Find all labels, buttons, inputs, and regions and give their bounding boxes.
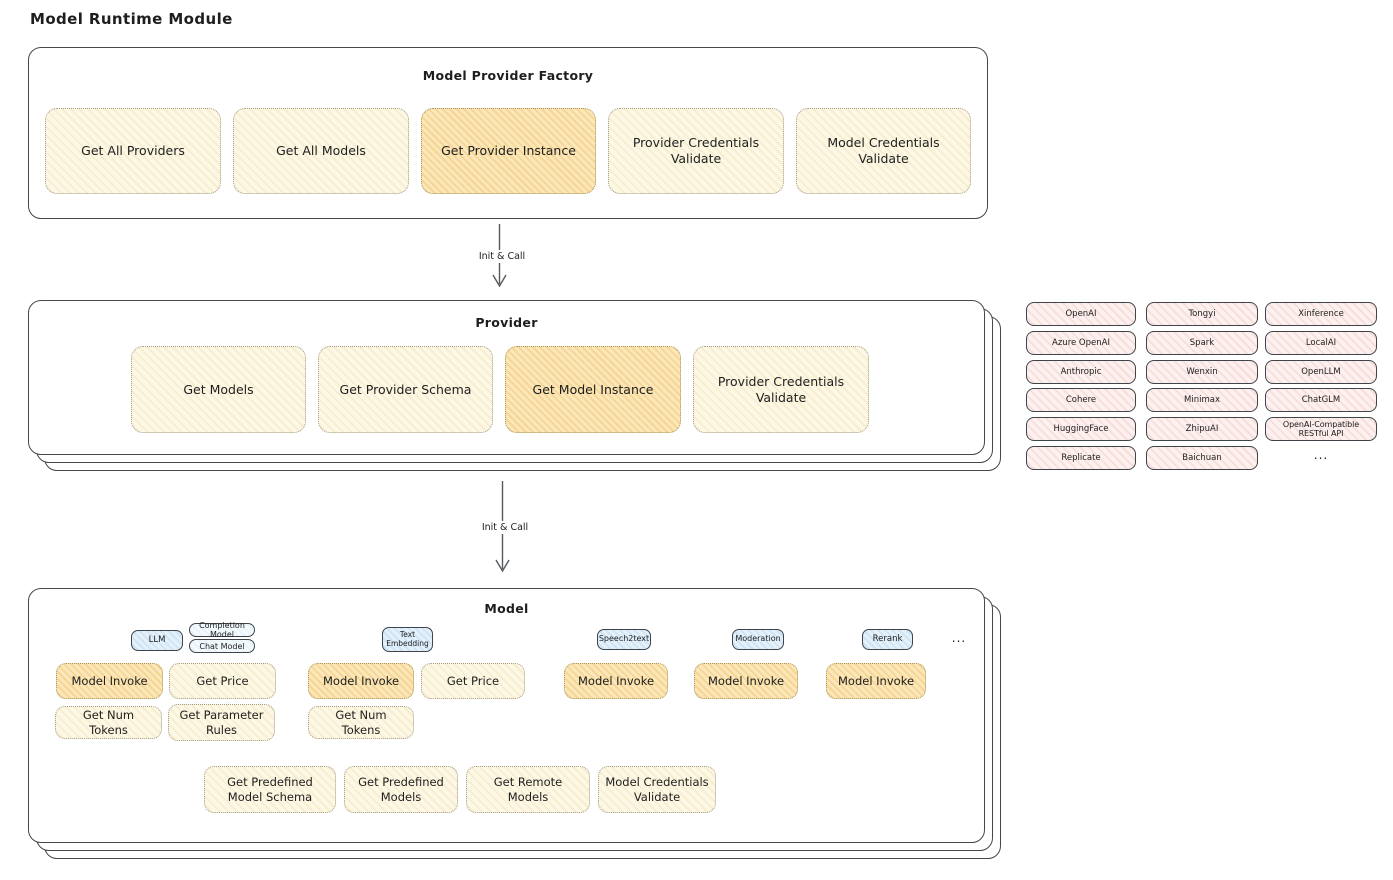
factory-panel: Model Provider Factory Get All Providers… <box>28 47 988 219</box>
provider-pill[interactable]: ChatGLM <box>1265 388 1377 412</box>
provider-pill[interactable]: OpenAI <box>1026 302 1136 326</box>
get-predefined-models-button[interactable]: Get Predefined Models <box>344 766 458 813</box>
model-title: Model <box>484 601 529 616</box>
tabs-more-ellipsis: ... <box>951 631 967 645</box>
provider-credentials-validate-button-2[interactable]: Provider Credentials Validate <box>693 346 869 433</box>
get-num-tokens-button-text-embedding[interactable]: Get Num Tokens <box>308 706 414 739</box>
model-invoke-button-llm[interactable]: Model Invoke <box>56 663 163 699</box>
provider-panel: Provider Get Models Get Provider Schema … <box>28 300 985 455</box>
get-all-providers-button[interactable]: Get All Providers <box>45 108 221 194</box>
tab-chat-model[interactable]: Chat Model <box>189 639 255 653</box>
providers-grid: OpenAI Tongyi Xinference Azure OpenAI Sp… <box>1026 302 1378 472</box>
provider-pill[interactable]: OpenLLM <box>1265 360 1377 384</box>
factory-title: Model Provider Factory <box>422 68 594 83</box>
provider-pill[interactable]: Xinference <box>1265 302 1377 326</box>
model-invoke-button-moderation[interactable]: Model Invoke <box>694 663 798 699</box>
provider-pill[interactable]: Baichuan <box>1146 446 1258 470</box>
model-credentials-validate-button-2[interactable]: Model Credentials Validate <box>598 766 716 813</box>
init-call-label: Init & Call <box>468 250 536 263</box>
tab-speech2text[interactable]: Speech2text <box>597 629 651 650</box>
get-parameter-rules-button[interactable]: Get Parameter Rules <box>168 704 275 741</box>
model-invoke-button-text-embedding[interactable]: Model Invoke <box>308 663 414 699</box>
tab-text-embedding[interactable]: Text Embedding <box>382 627 433 652</box>
provider-pill[interactable]: Wenxin <box>1146 360 1258 384</box>
provider-pill[interactable]: LocalAI <box>1265 331 1377 355</box>
get-predefined-model-schema-button[interactable]: Get Predefined Model Schema <box>204 766 336 813</box>
get-num-tokens-button-llm[interactable]: Get Num Tokens <box>55 706 162 739</box>
provider-title: Provider <box>475 315 538 330</box>
provider-pill[interactable]: OpenAI-Compatible RESTful API <box>1265 417 1377 441</box>
get-model-instance-button[interactable]: Get Model Instance <box>505 346 681 433</box>
get-remote-models-button[interactable]: Get Remote Models <box>466 766 590 813</box>
provider-pill[interactable]: Azure OpenAI <box>1026 331 1136 355</box>
providers-more-ellipsis: ... <box>1313 448 1329 462</box>
init-call-label: Init & Call <box>471 521 539 534</box>
provider-pill[interactable]: Spark <box>1146 331 1258 355</box>
tab-rerank[interactable]: Rerank <box>862 629 913 650</box>
model-invoke-button-speech2text[interactable]: Model Invoke <box>564 663 668 699</box>
provider-pill[interactable]: Cohere <box>1026 388 1136 412</box>
model-credentials-validate-button[interactable]: Model Credentials Validate <box>796 108 971 194</box>
provider-pill[interactable]: Replicate <box>1026 446 1136 470</box>
tab-completion-model[interactable]: Completion Model <box>189 621 255 639</box>
provider-pill[interactable]: Minimax <box>1146 388 1258 412</box>
provider-pill[interactable]: Anthropic <box>1026 360 1136 384</box>
provider-pill[interactable]: Tongyi <box>1146 302 1258 326</box>
provider-pill[interactable]: HuggingFace <box>1026 417 1136 441</box>
get-price-button-llm[interactable]: Get Price <box>169 663 276 699</box>
model-panel: Model LLM Completion Model Chat Model Te… <box>28 588 985 843</box>
get-provider-instance-button[interactable]: Get Provider Instance <box>421 108 596 194</box>
get-provider-schema-button[interactable]: Get Provider Schema <box>318 346 493 433</box>
get-price-button-text-embedding[interactable]: Get Price <box>421 663 525 699</box>
tab-moderation[interactable]: Moderation <box>732 629 784 650</box>
page-title: Model Runtime Module <box>30 10 233 28</box>
get-all-models-button[interactable]: Get All Models <box>233 108 409 194</box>
provider-pill[interactable]: ZhipuAI <box>1146 417 1258 441</box>
get-models-button[interactable]: Get Models <box>131 346 306 433</box>
provider-credentials-validate-button[interactable]: Provider Credentials Validate <box>608 108 784 194</box>
model-invoke-button-rerank[interactable]: Model Invoke <box>826 663 926 699</box>
tab-llm[interactable]: LLM <box>131 630 183 651</box>
